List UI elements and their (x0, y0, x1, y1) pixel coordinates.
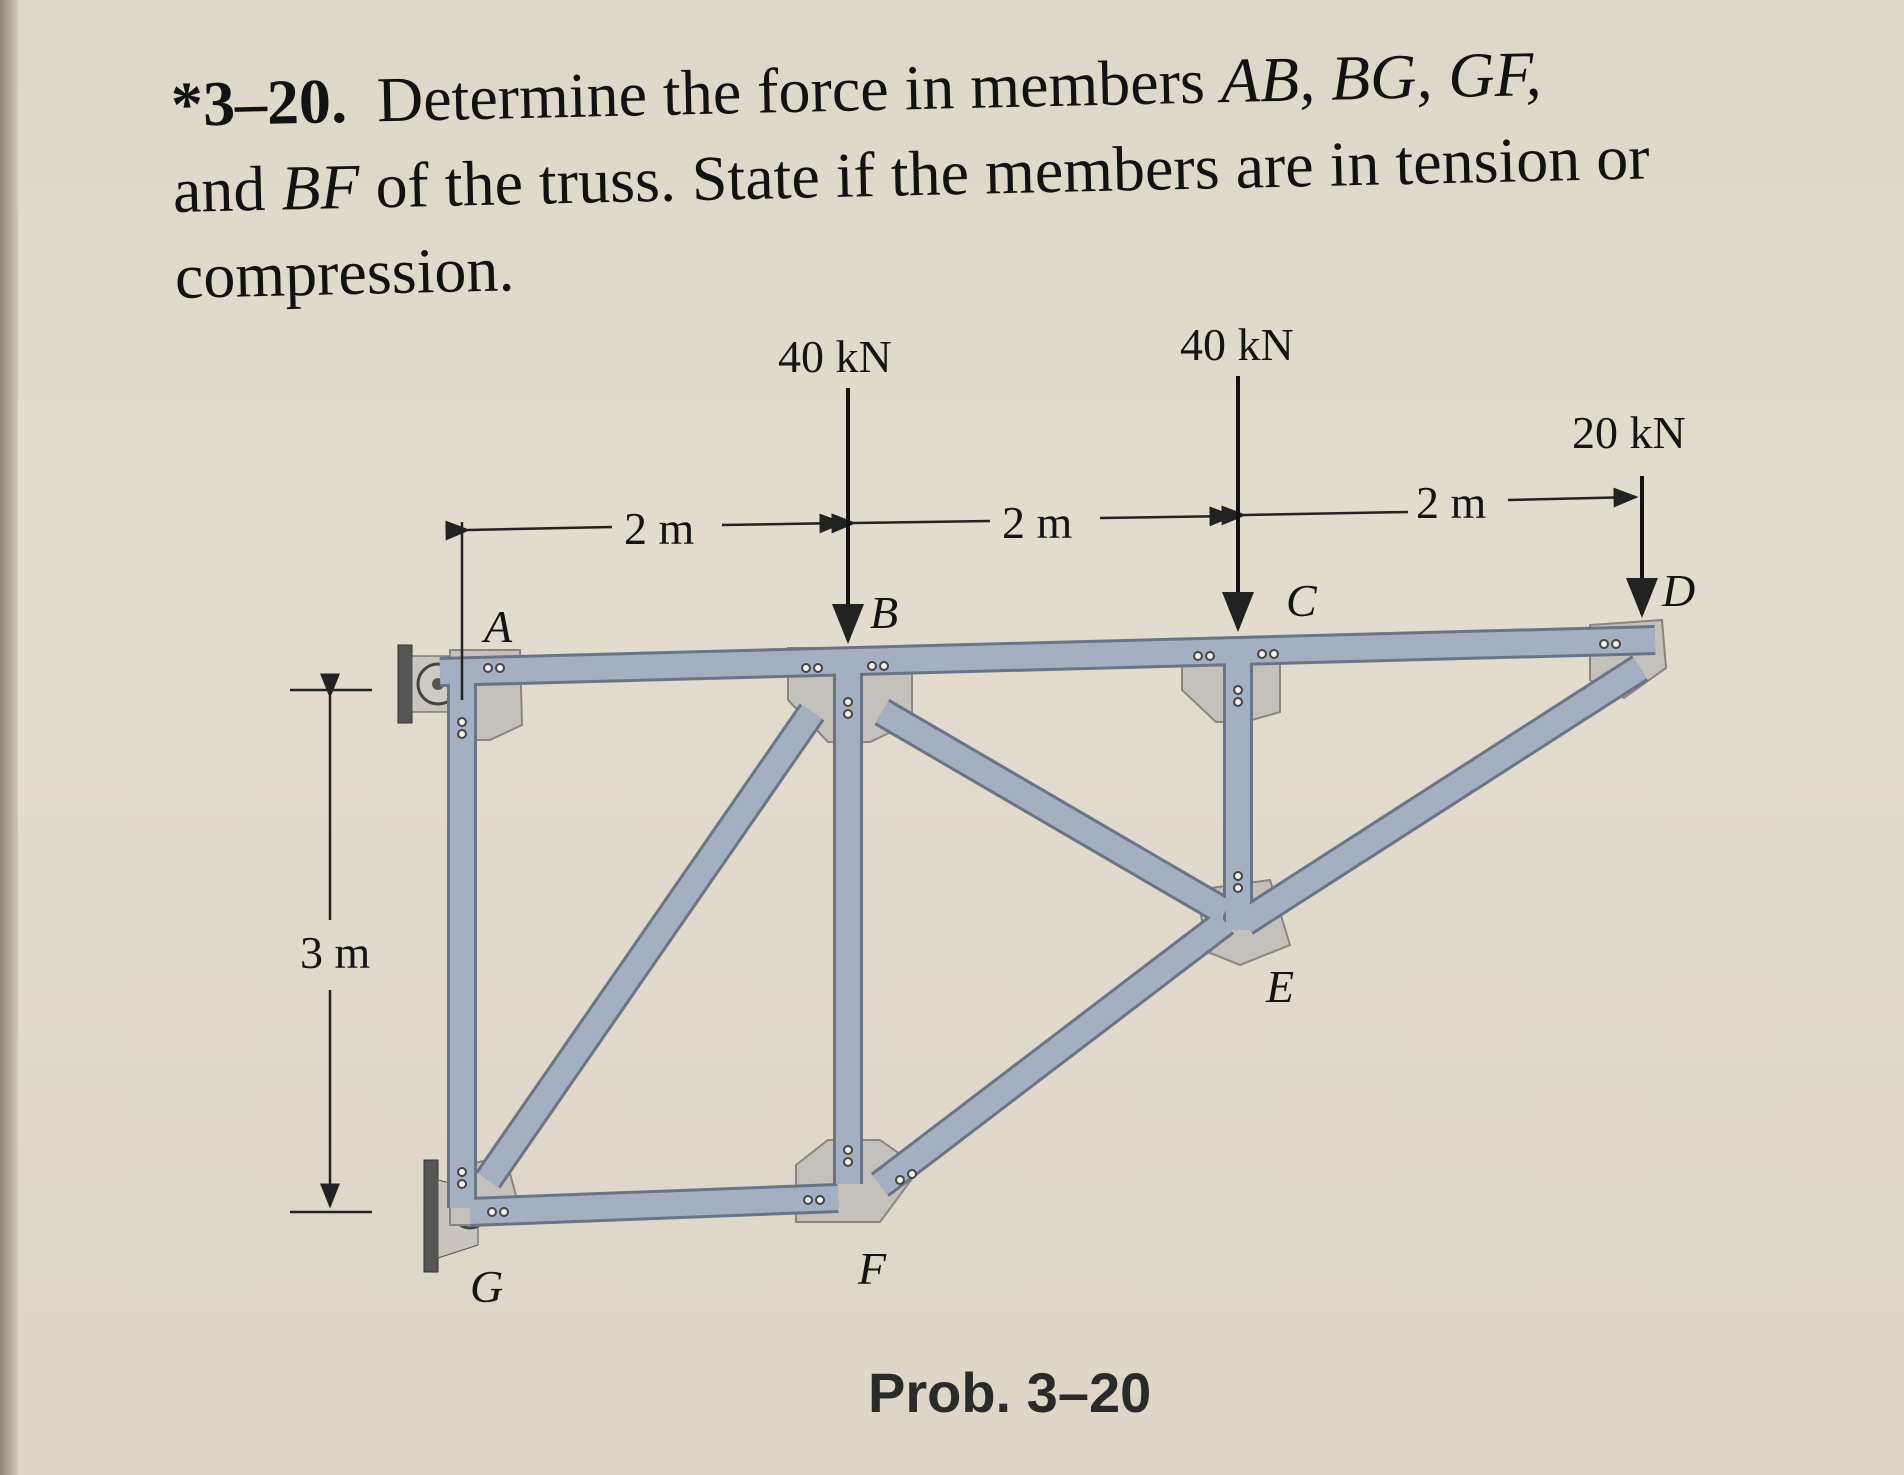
page-binding-shadow (0, 0, 18, 1475)
dimension-label-bc: 2 m (1002, 497, 1073, 548)
load-label-d: 20 kN (1572, 407, 1686, 458)
dimension-label-height: 3 m (300, 927, 371, 978)
load-label-c: 40 kN (1180, 319, 1294, 370)
figure-caption: Prob. 3–20 (868, 1361, 1152, 1424)
dimension-label-ab: 2 m (624, 503, 695, 554)
joint-label-b: B (870, 587, 898, 638)
joint-label-d: D (1661, 565, 1695, 616)
horizontal-dimension-line (445, 487, 1644, 700)
joint-label-a: A (481, 601, 513, 652)
dimension-label-cd: 2 m (1416, 477, 1487, 528)
joint-label-g: G (470, 1261, 503, 1312)
joint-label-f: F (857, 1243, 887, 1294)
load-label-b: 40 kN (778, 331, 892, 382)
joint-label-e: E (1265, 961, 1294, 1012)
joint-label-c: C (1286, 575, 1318, 626)
vertical-dimension-line (290, 673, 372, 1214)
